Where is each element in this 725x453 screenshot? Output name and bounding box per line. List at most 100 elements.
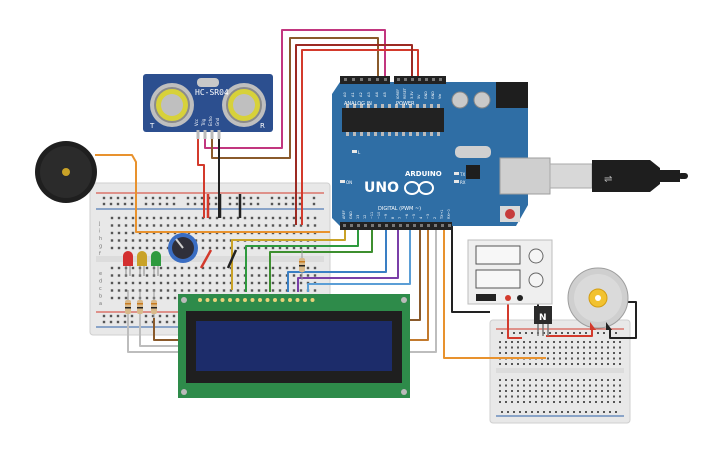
- wire-gnd: [295, 44, 413, 225]
- wire-motor-pos: [546, 330, 593, 337]
- digital-pin-label: ~9: [384, 214, 388, 219]
- row-letter: b: [99, 294, 102, 300]
- analog-pin-label: A0: [343, 92, 347, 97]
- digital-pin-label: ~11: [370, 212, 374, 219]
- wire-lcd-1: [231, 225, 346, 290]
- board-led-label: TX: [459, 172, 465, 177]
- digital-pin-label: 4: [419, 217, 423, 219]
- leds: [123, 251, 161, 276]
- sensor-model: HC-SR04: [195, 88, 229, 97]
- potentiometer: [168, 233, 198, 263]
- wire-lcd-5: [297, 225, 399, 292]
- lcd-display: [178, 294, 410, 398]
- arduino-brand: ARDUINO: [405, 170, 442, 178]
- small-breadboard-holes: [499, 332, 621, 413]
- analog-pin-label: A5: [383, 92, 387, 97]
- wire-sensor-trig: [204, 29, 386, 149]
- arduino-model: UNO: [364, 180, 399, 196]
- digital-pin-label: ~10: [377, 212, 381, 219]
- wire-lcd-2: [245, 225, 359, 292]
- arduino-logo: [404, 181, 434, 195]
- sensor-pin-label: Trig: [201, 118, 206, 127]
- row-letter: a: [99, 301, 102, 307]
- digital-pin-label: 7: [398, 217, 402, 219]
- analog-pin-label: A2: [359, 92, 363, 97]
- power-pin-label: GND: [424, 91, 428, 99]
- row-letter: g: [99, 244, 102, 250]
- small-breadboard: [489, 319, 631, 424]
- analog-pin-label: A1: [351, 92, 355, 97]
- transistor-mark-icon: N: [539, 313, 547, 323]
- power-pin-label: 5V: [417, 94, 421, 99]
- arduino-uno: UNO ARDUINO POWER ANALOG IN DIGITAL (PWM…: [332, 76, 551, 230]
- arduino-led-labels: ON L TX RX: [340, 150, 466, 185]
- digital-pin-label: 8: [391, 217, 395, 219]
- row-letter: h: [99, 236, 102, 242]
- usb-cable: ⇌: [549, 160, 688, 192]
- wire-lcd-3: [269, 225, 373, 292]
- digital-pin-label: ~6: [405, 214, 409, 219]
- wire-motor-neg: [609, 301, 637, 339]
- piezo-buzzer: [35, 141, 97, 203]
- digital-pin-label: 2: [433, 217, 437, 219]
- wire-lcd-4: [287, 225, 387, 292]
- digital-pin-label: AREF: [342, 210, 346, 219]
- analog-pin-label: A4: [375, 92, 379, 97]
- wire-led-2: [139, 318, 178, 347]
- sensor-pin-label: Echo: [208, 116, 213, 126]
- analog-pin-label: A3: [367, 92, 371, 97]
- wire-lcd-6: [307, 225, 411, 292]
- digital-pin-label: ~5: [412, 214, 416, 219]
- digital-pin-label: ~3: [426, 214, 430, 219]
- row-letter: j: [98, 221, 100, 227]
- power-header-label: POWER: [396, 101, 415, 107]
- digital-pin-label: TX→1: [440, 210, 444, 220]
- analog-header-label: ANALOG IN: [344, 101, 372, 107]
- wire-supply-pos: [507, 298, 522, 339]
- digital-header-label: DIGITAL (PWM ~): [378, 206, 421, 212]
- transistor: N: [534, 306, 552, 336]
- led: [137, 251, 147, 266]
- row-letter: f: [99, 251, 101, 257]
- power-supply: [467, 239, 553, 305]
- digital-pin-label: GND: [349, 211, 353, 219]
- power-pin-label: Vin: [438, 94, 442, 99]
- wire-sensor-vcc: [197, 138, 205, 218]
- wire-led-1: [127, 318, 178, 353]
- led: [123, 251, 133, 266]
- sensor-right-mark: R: [260, 122, 265, 130]
- wire-buzzer: [95, 154, 330, 233]
- wire-lcd-k: [408, 225, 437, 353]
- resistors: [125, 250, 305, 318]
- wire-lcd-rs: [408, 225, 421, 321]
- sensor-pin-label: Vcc: [194, 119, 199, 126]
- wire-transistor-base: [443, 225, 546, 359]
- digital-pin-label: RX←0: [447, 209, 451, 219]
- led: [151, 251, 161, 266]
- row-letter: e: [99, 271, 102, 277]
- board-led-label: L: [358, 150, 361, 155]
- wire-5v: [301, 49, 419, 225]
- digital-pin-label: 13: [356, 215, 360, 219]
- power-pin-label: 3.3V: [410, 91, 414, 99]
- breadboard-jumpers: [199, 194, 242, 269]
- wire-led-3: [153, 318, 178, 341]
- digital-pin-label: 12: [363, 215, 367, 219]
- board-led-label: ON: [346, 180, 352, 185]
- power-pin-label: IOREF: [396, 89, 400, 99]
- power-pin-label: GND: [431, 91, 435, 99]
- dc-motor: [567, 267, 629, 330]
- power-pin-label: RESET: [403, 87, 407, 99]
- row-letter: d: [99, 279, 102, 285]
- wire-lcd-en: [408, 225, 429, 341]
- wires: [95, 29, 637, 359]
- board-led-label: RX: [460, 180, 466, 185]
- sensor-left-mark: T: [149, 122, 155, 130]
- sensor-pin-label: Gnd: [215, 117, 220, 126]
- row-letter: c: [99, 286, 102, 292]
